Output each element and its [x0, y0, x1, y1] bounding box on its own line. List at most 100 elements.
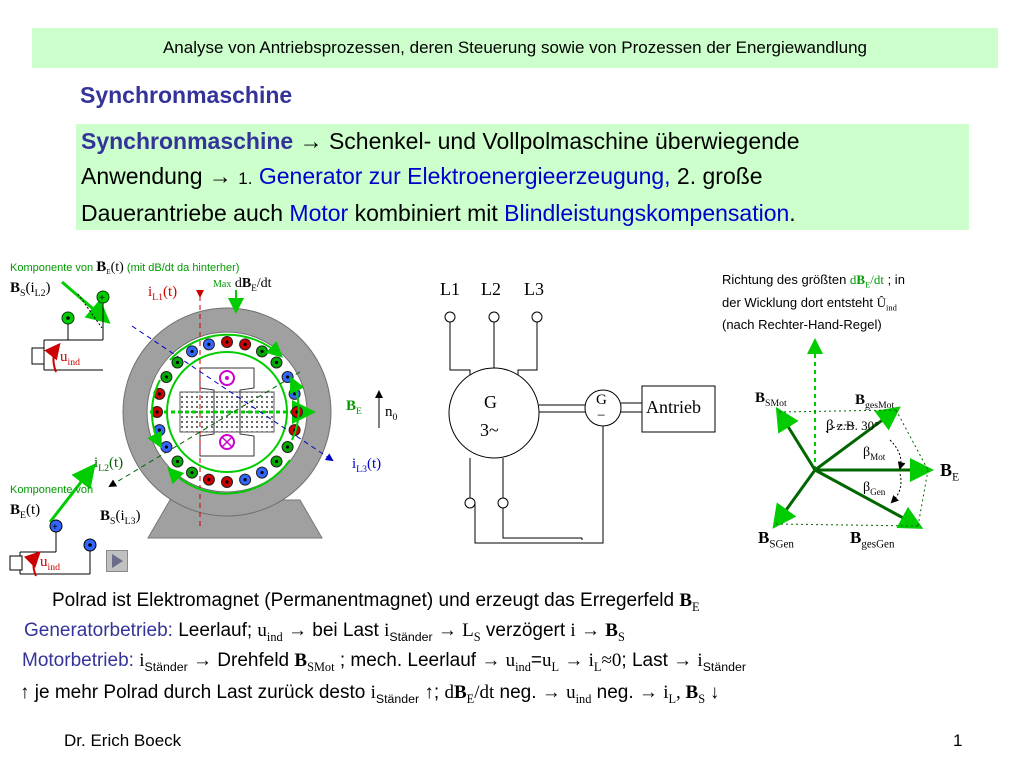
intro-line2-rest: 2. große [670, 163, 763, 189]
text-line-4: ↑ je mehr Polrad durch Last zurück desto… [20, 682, 1024, 707]
p2-i: i [384, 620, 390, 641]
bsgen-b: B [758, 528, 770, 547]
l3-label: L3 [524, 279, 544, 299]
intro-term: Synchronmaschine [81, 128, 294, 154]
komp-top-label: Komponente von BE(t) (mit dB/dt da hinte… [10, 259, 239, 276]
coil-bottom: + [9, 463, 97, 577]
p3-ind: ind [515, 659, 531, 674]
bsmot-sub: SMot [765, 398, 787, 409]
p3-staender2: Ständer [702, 659, 746, 674]
stator-slot-mark [286, 375, 290, 379]
bgesgen-label: BgesGen [850, 528, 894, 550]
uind-top-u: u [60, 349, 68, 365]
bsgen-label: BSGen [758, 528, 794, 550]
bgesgen-b: B [850, 528, 862, 547]
note-l1-d: d [849, 272, 857, 287]
bs-il3-a: (i [115, 508, 125, 524]
p3-i: i [139, 650, 145, 671]
note-l2-sub: ind [886, 302, 897, 313]
be-b: B [346, 398, 357, 414]
n0-label: n0 [385, 404, 397, 423]
uind-bottom-label: uind [40, 554, 60, 573]
p4-comma: , [676, 682, 686, 703]
intro-box: Synchronmaschine → Schenkel- und Vollpol… [76, 124, 969, 230]
il1-l: L1 [152, 292, 164, 303]
stator-slot-mark [207, 478, 211, 482]
dbdt-b: B [241, 276, 252, 291]
betagen-label: βGen [863, 480, 885, 497]
p2-b: → bei Last [282, 620, 385, 641]
bs-il3-label: BS(iL3) [100, 508, 140, 527]
p2-label: Generatorbetrieb: [24, 620, 173, 641]
stator-slot-mark [190, 349, 194, 353]
p4-c: neg. → [494, 682, 567, 703]
l2-label: L2 [481, 279, 501, 299]
vector-note-line3: (nach Rechter-Hand-Regel) [722, 317, 882, 333]
bs-il3-close: ) [135, 508, 141, 524]
uind-top-label: uind [60, 349, 80, 368]
intro-blind: Blindleistungskompensation [504, 200, 790, 226]
bsgen-sub: SGen [769, 538, 794, 551]
komp-top-text: Komponente von [10, 262, 97, 274]
be-t-t: (t) [25, 502, 41, 518]
footer-page-number: 1 [953, 731, 963, 750]
intro-line-3: Dauerantriebe auch Motor kombiniert mit … [81, 196, 969, 230]
bs-il2-l: L2 [34, 288, 46, 299]
vector-note: Richtung des größten dBE/dt ; in der Wic… [722, 271, 905, 334]
p4-i2: i [663, 682, 669, 703]
p3-l: L [551, 659, 560, 674]
be-t-label: BE(t) [10, 502, 40, 521]
stator-slot-mark [157, 392, 161, 396]
dc-g: G [596, 392, 607, 408]
bsmot-label: BSMot [755, 390, 787, 409]
stator-slot-mark [260, 471, 264, 475]
antrieb-box [641, 385, 716, 433]
p4-d: d [444, 682, 454, 703]
max-dbdt-label: Max dBE/dt [213, 276, 272, 293]
synchronous-machine [108, 290, 383, 539]
stator-slot-mark [164, 445, 168, 449]
play-icon[interactable] [106, 550, 128, 572]
il2-label: iL2(t) [94, 455, 123, 474]
intro-arrow-1: → [299, 129, 323, 154]
dbdt-e: E [251, 282, 257, 293]
stator-slot-mark [207, 342, 211, 346]
p4-l: L [668, 691, 677, 706]
header-bar: Analyse von Antriebsprozessen, deren Ste… [32, 28, 998, 68]
p3-i2: i [588, 650, 594, 671]
p3-d: → [559, 650, 589, 671]
p4-a: ↑ je mehr Polrad durch Last zurück desto [20, 682, 371, 703]
generator-3phase: 3~ [480, 420, 499, 440]
p4-s: S [698, 691, 706, 706]
p2-e: → [575, 620, 606, 641]
slide-title: Synchronmaschine [80, 82, 293, 108]
note-l2-a: der Wicklung dort entsteht [722, 294, 877, 310]
bs-il3-b: B [100, 508, 111, 524]
beta-z: β [826, 418, 834, 434]
komp-top-note: (mit dB/dt da hinterher) [123, 262, 240, 274]
bgesmot-b: B [855, 392, 866, 408]
p3-approx: ≈0 [601, 650, 622, 671]
p2-d: verzögert [480, 620, 571, 641]
komp-bottom-label: Komponente von [10, 484, 94, 496]
dbdt-d: d [234, 276, 242, 291]
p3-c: ; mech. Leerlauf → [334, 650, 506, 671]
betagen-b: β [863, 480, 871, 495]
bs-il2-b: B [10, 280, 21, 296]
p2-i2: i [570, 620, 576, 641]
intro-anwendung: Anwendung [81, 163, 209, 189]
svg-text:+: + [99, 293, 105, 304]
intro-arrow-2: → [208, 164, 232, 189]
betamot-b: β [863, 445, 871, 460]
intro-motor: Motor [289, 200, 349, 226]
intro-line-2: Anwendung → 1. Generator zur Elektroener… [81, 159, 969, 196]
betagen-sub: Gen [870, 486, 886, 497]
vector-be-b: B [940, 460, 953, 480]
p3-u2: u [542, 650, 552, 671]
be-t-b: B [10, 502, 21, 518]
intro-line-1: Synchronmaschine → Schenkel- und Vollpol… [81, 124, 969, 159]
stator-slot-mark [243, 478, 247, 482]
il1-i: i [148, 284, 153, 300]
n0-sub: 0 [392, 412, 398, 423]
